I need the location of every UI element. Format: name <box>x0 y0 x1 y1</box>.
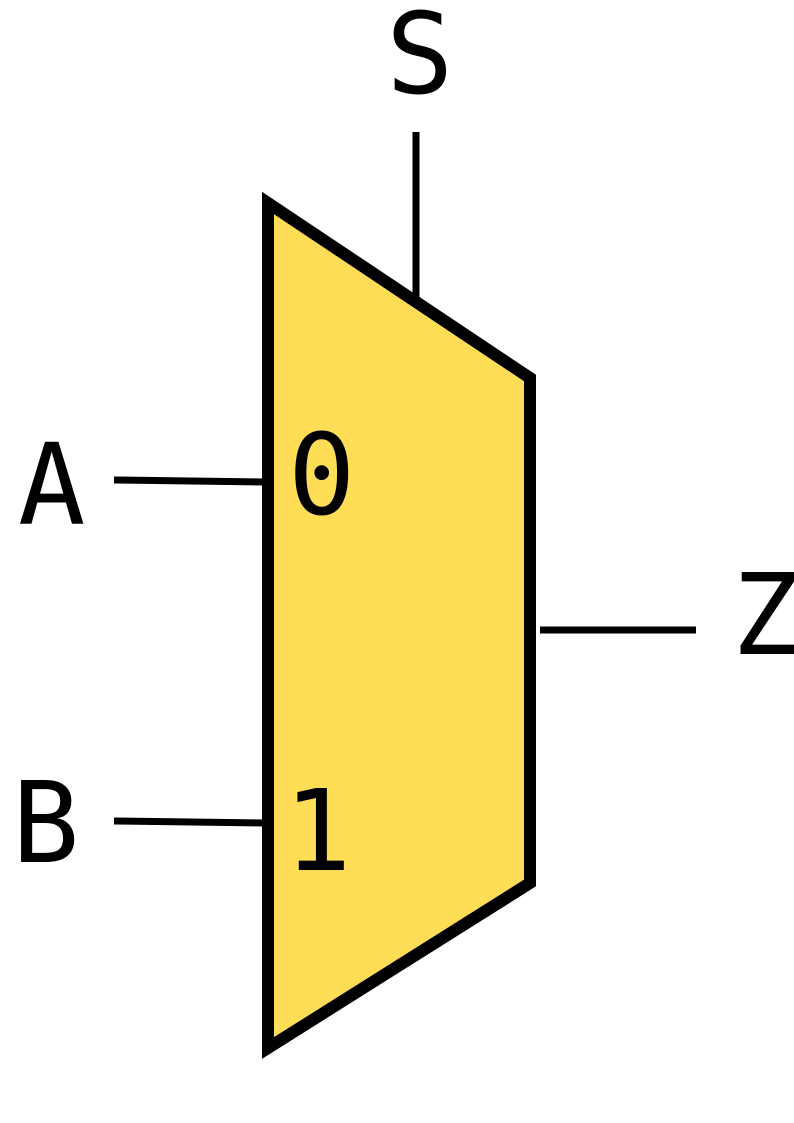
input-b-wire <box>113 817 267 827</box>
input-a-label: A <box>18 421 85 551</box>
mux-body <box>262 191 536 1059</box>
output-label: Z <box>732 551 794 681</box>
port-1-label: 1 <box>284 767 351 897</box>
select-label: S <box>386 0 453 120</box>
port-0-label: 0 <box>288 411 355 541</box>
input-a-wire <box>113 476 267 486</box>
input-b-label: B <box>12 759 79 889</box>
